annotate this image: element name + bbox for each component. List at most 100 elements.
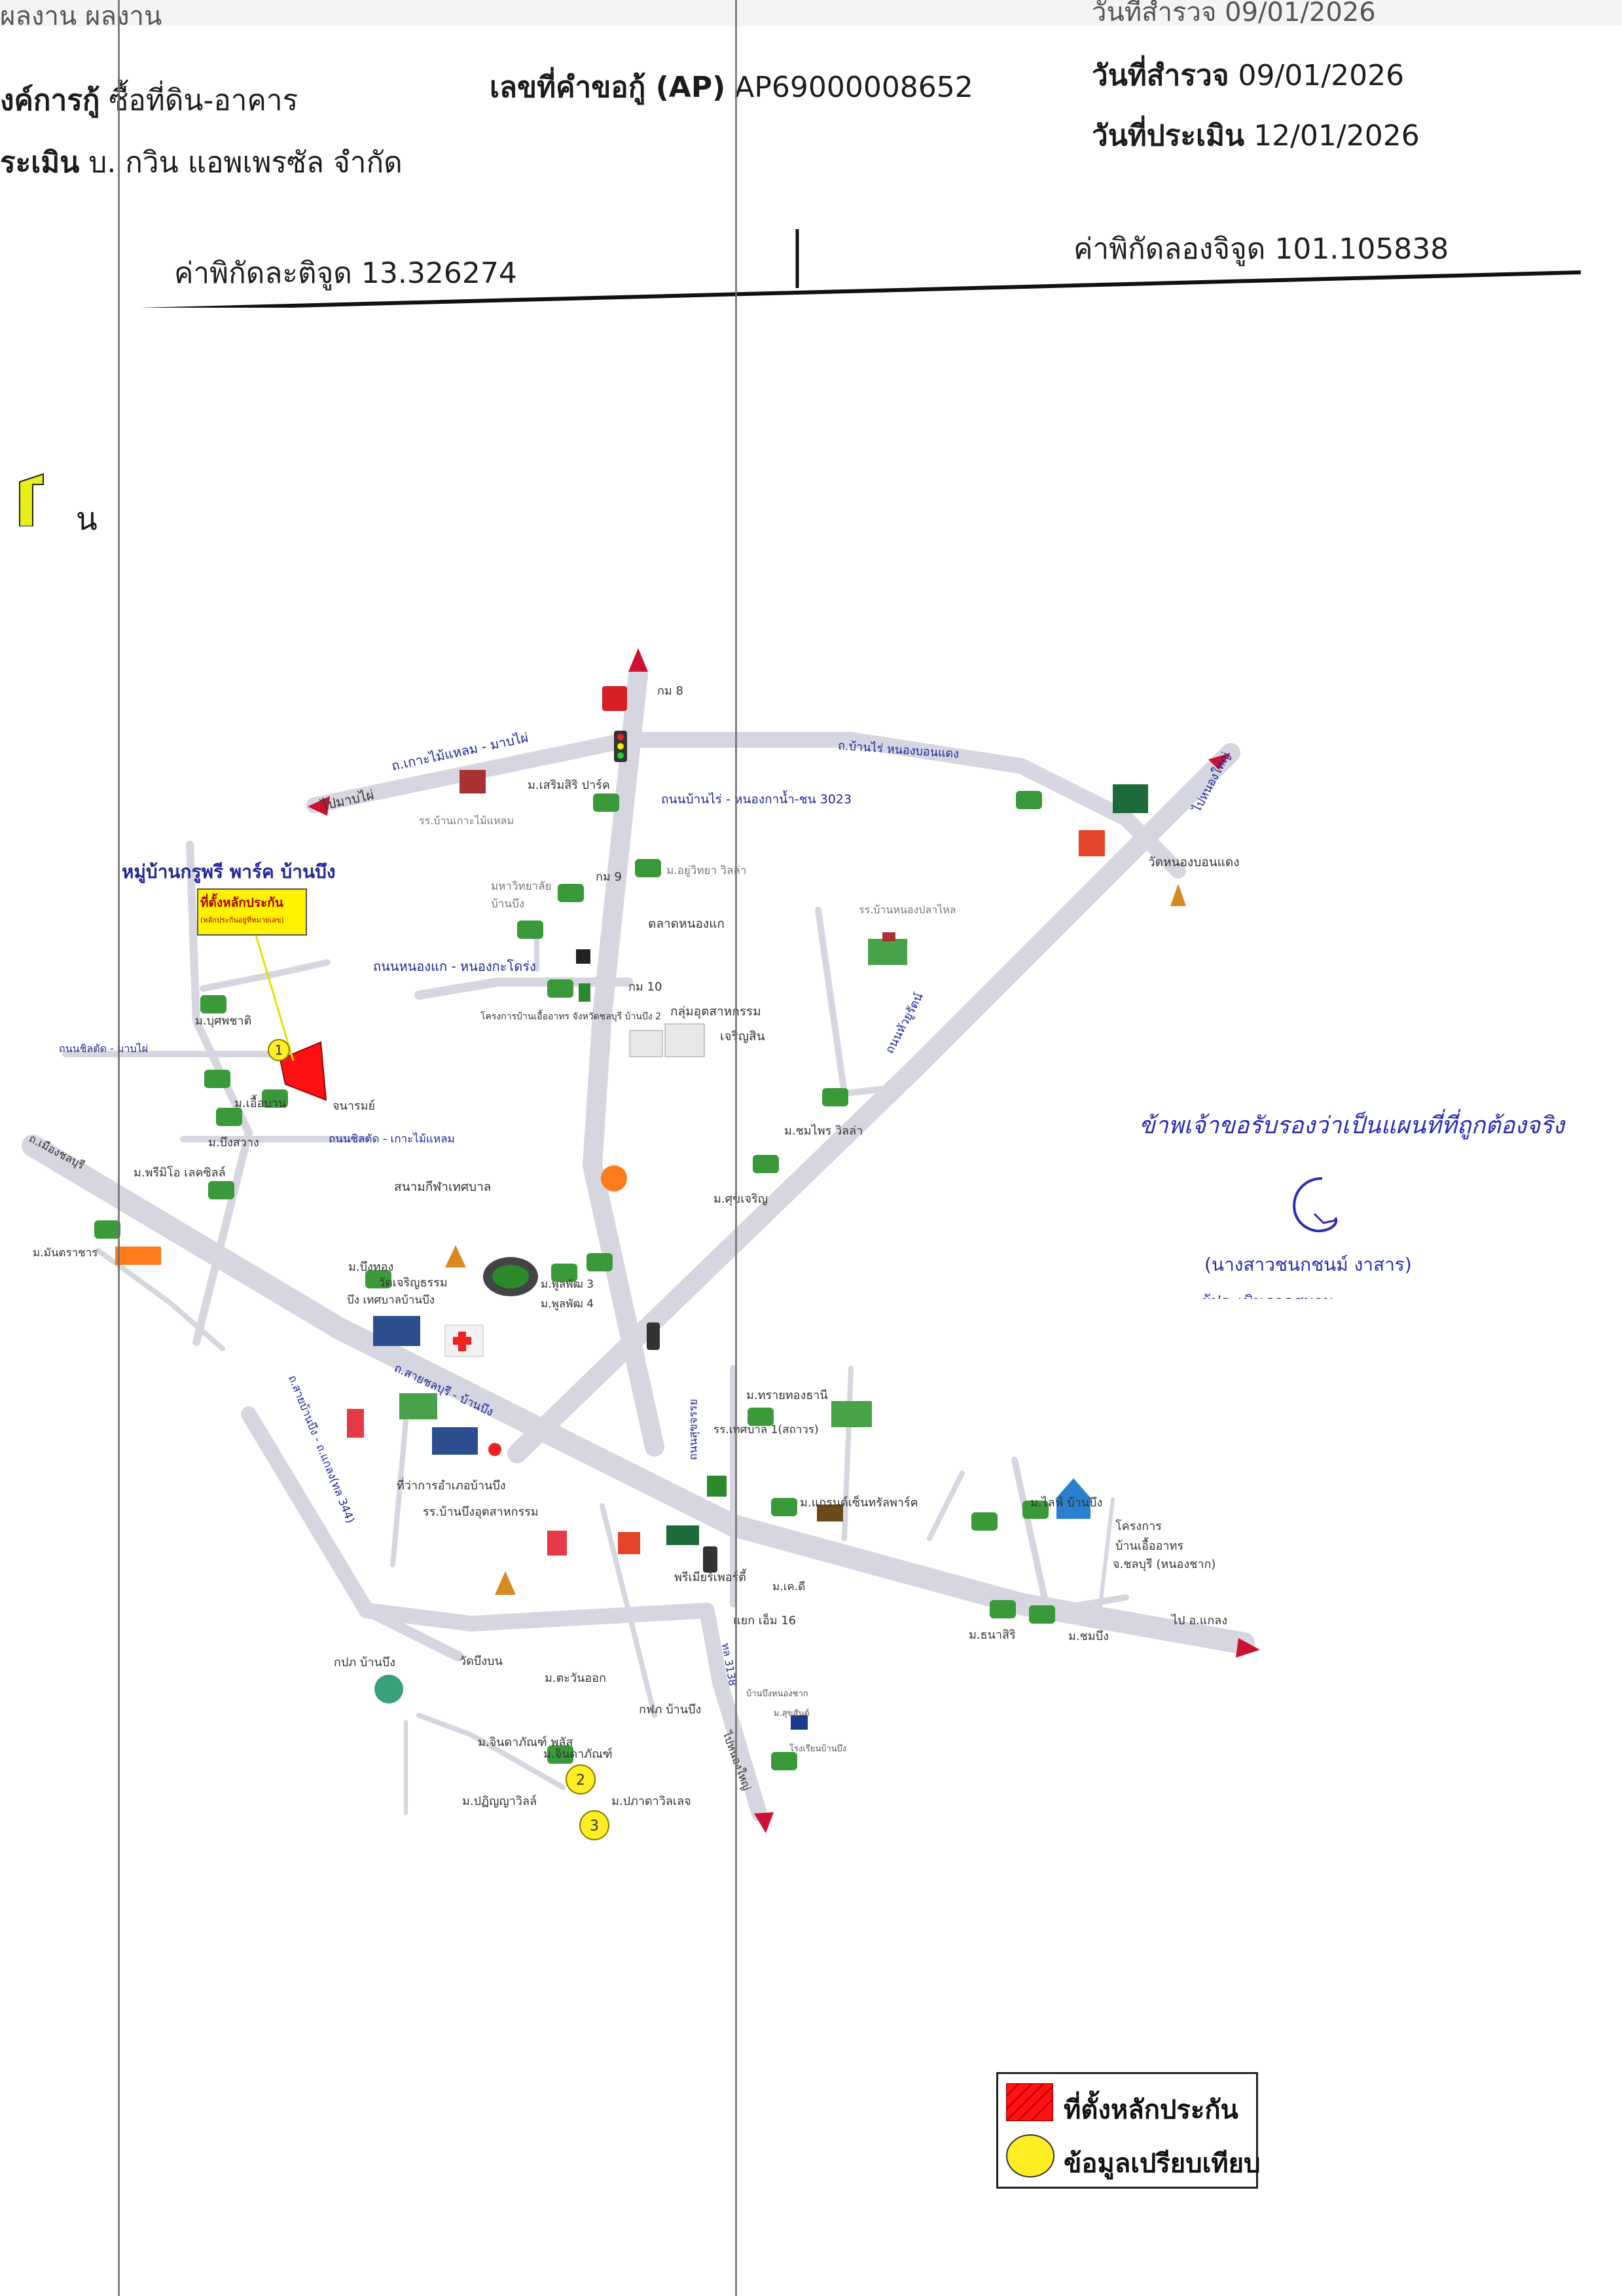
arrow-east-icon: [1236, 1638, 1260, 1658]
legend-collateral-label: ที่ตั้งหลักประกัน: [1064, 2094, 1238, 2125]
wat-buengbon-icon: [495, 1571, 516, 1595]
map-roads: [22, 665, 1255, 1821]
village-icons: [94, 791, 1055, 1770]
collateral-callout: [197, 888, 307, 936]
bank-icon-2: [547, 1531, 567, 1556]
loan-purpose-value: ซื้อที่ดิน-อาคาร: [109, 84, 298, 117]
place-label: ม.ไลฟ์ บ้านบึง: [1030, 1496, 1103, 1510]
comparable-markers: 2 3: [566, 1764, 609, 1840]
road-top-east-west: [306, 732, 1186, 879]
shell-icon: [601, 1165, 627, 1192]
place-label: ม.เสริมสิริ ปาร์ค: [528, 778, 610, 792]
survey-date-value: 09/01/2026: [1238, 59, 1405, 92]
place-label: ม.ปฏิญญาวิลล์: [462, 1795, 537, 1808]
signature-scribble-icon: [1293, 1177, 1338, 1233]
landmark-icons: [115, 686, 1186, 1730]
place-label: สนามกีฬาเทศบาล: [394, 1180, 492, 1194]
appraisal-date-label: วันที่ประเมิน: [1092, 119, 1245, 153]
housing-project-icon: [1055, 1478, 1092, 1499]
header-divider-line: [139, 270, 1581, 308]
appraisal-date-value: 12/01/2026: [1253, 119, 1420, 153]
place-label: ม.สุขสันต์: [774, 1709, 810, 1719]
bank-icon: [347, 1409, 364, 1438]
school-flag-icon: [791, 1715, 808, 1730]
place-label: กม 8: [657, 684, 683, 698]
school-icon: [868, 939, 907, 965]
latitude-label: ค่าพิกัดละติจูด 13.326274: [174, 257, 517, 290]
pin-icon: [488, 1443, 501, 1456]
place-label: รร.เทศบาล 1(สถาวร): [713, 1423, 819, 1436]
svg-text:1: 1: [275, 1042, 283, 1058]
water-authority-icon: [374, 1675, 403, 1704]
road-label: ถนนหนองแก - หนองกะโดร่ง: [373, 958, 536, 974]
north-label: น: [76, 501, 98, 538]
place-label: ม.ชมบึง: [1068, 1630, 1109, 1643]
header-rules: [139, 229, 1581, 308]
road-south-ring: [241, 1406, 767, 1821]
comparable-marker-2: [566, 1764, 596, 1795]
place-label: บึง เทศบาลบ้านบึง: [347, 1294, 435, 1307]
school-icon-3: [831, 1401, 872, 1427]
place-label: มหาวิทยาลัย บ้านบึง: [491, 880, 552, 911]
loan-purpose-label: งค์การกู้: [0, 84, 100, 117]
map-legend: ที่ตั้งหลักประกัน ข้อมูลเปรียบเทียบ: [996, 2072, 1261, 2189]
place-label: แยก เอ็ม 16: [733, 1614, 797, 1628]
building-icon: [576, 949, 590, 964]
loan-purpose: งค์การกู้ ซื้อที่ดิน-อาคาร: [0, 77, 298, 123]
place-label: โครงการบ้านเอื้ออาทร จังหวัดชลบุรี บ้านบ…: [480, 1011, 662, 1022]
place-label: ม.บึงสวาง: [208, 1136, 259, 1150]
legend-row-collateral: ที่ตั้งหลักประกัน: [998, 2077, 1253, 2129]
village-icon: [593, 793, 619, 812]
signature-handwriting: ข้าพเจ้าขอรับรองว่าเป็นแผนที่ที่ถูกต้องจ…: [1139, 1112, 1564, 1139]
place-label: ม.มันตราชาร: [33, 1247, 98, 1260]
store-icon-2: [618, 1532, 640, 1554]
gas-station-icon: [602, 686, 627, 711]
shop-icon-2: [817, 1504, 843, 1522]
school-icon-2: [399, 1393, 437, 1419]
arrow-west-icon: [308, 796, 330, 816]
place-label: ม.ตะวันออก: [545, 1671, 606, 1685]
application-no-label: เลขที่คำขอกู้ (AP): [490, 71, 726, 104]
scan-line-center: [735, 0, 737, 2296]
direction-arrows: [308, 648, 1260, 1833]
longitude-label: ค่าพิกัดลองจิจูด 101.105838: [1073, 232, 1449, 266]
place-label: ม.บึงทอง: [348, 1260, 394, 1274]
appraiser-value: บ. กวิน แอพเพรซัล จำกัด: [88, 146, 403, 179]
location-map: 1 2 3: [22, 648, 1260, 1840]
appraiser-title: ผู้ประเมินภาคสนาม: [1202, 1288, 1333, 1299]
municipality-icon: [373, 1316, 420, 1346]
legend-comparable-label: ข้อมูลเปรียบเทียบ: [1064, 2148, 1261, 2179]
svg-text:3: 3: [590, 1818, 599, 1834]
place-label: ม.จินดาภัณฑ์: [543, 1747, 613, 1761]
place-label: รร.บ้านเกาะไม้แหลม: [419, 814, 514, 827]
place-label: ที่ว่าการอำเภอบ้านบึง: [397, 1479, 506, 1493]
legend-row-comparable: ข้อมูลเปรียบเทียบ: [998, 2130, 1261, 2183]
road-label: ถนนบ้านไร่ - หนองกาน้ำ-ชน 3023: [661, 792, 852, 807]
place-label: กลุ่มอุตสาหกรรม: [670, 1004, 761, 1019]
place-label: จ.ชลบุรี (หนองชาก): [1113, 1558, 1216, 1571]
arrow-northeast-icon: [1208, 753, 1231, 770]
place-label: วัดหนองบอนแดง: [1148, 855, 1240, 869]
traffic-light-icon-3: [703, 1546, 717, 1573]
header-partial-right: วันที่สำรวจ 09/01/2026: [1092, 0, 1376, 27]
place-label: ม.พูลพัฒ 3: [541, 1278, 594, 1291]
village-title: หมู่บ้านกรูพรี พาร์ค บ้านบึง: [122, 861, 336, 883]
place-label: ม.ชมไพร วิลล่า: [784, 1124, 863, 1138]
place-label: ม.พรีมิโอ เลคซิลล์: [134, 1166, 226, 1180]
arrow-north-icon: [628, 648, 648, 672]
school-flag-icon-2: [460, 770, 486, 793]
road-label: ถนนชิลตัด - เกาะไม้แหลม: [329, 1133, 455, 1146]
temple-icon: [1170, 884, 1186, 906]
place-label: ไป อ.แกลง: [1172, 1614, 1228, 1628]
appraiser: ระเมิน บ. กวิน แอพเพรซัล จำกัด: [0, 139, 403, 185]
place-label: บ้านบึงหนองชาก: [746, 1689, 808, 1699]
place-label: ม.ธนาสิริ: [969, 1628, 1016, 1642]
comparable-marker-1: [268, 1039, 290, 1061]
comparable-swatch-icon: [1006, 2134, 1054, 2178]
place-label: ม.ศุขเจริญ: [713, 1192, 768, 1206]
callout-line-1: ที่ตั้งหลักประกัน: [200, 896, 283, 910]
place-label: กม 9: [596, 870, 622, 884]
place-label: ม.ทรายทองธานี: [746, 1389, 828, 1402]
factory-icon: [629, 1030, 663, 1057]
tesco-icon: [666, 1525, 699, 1545]
